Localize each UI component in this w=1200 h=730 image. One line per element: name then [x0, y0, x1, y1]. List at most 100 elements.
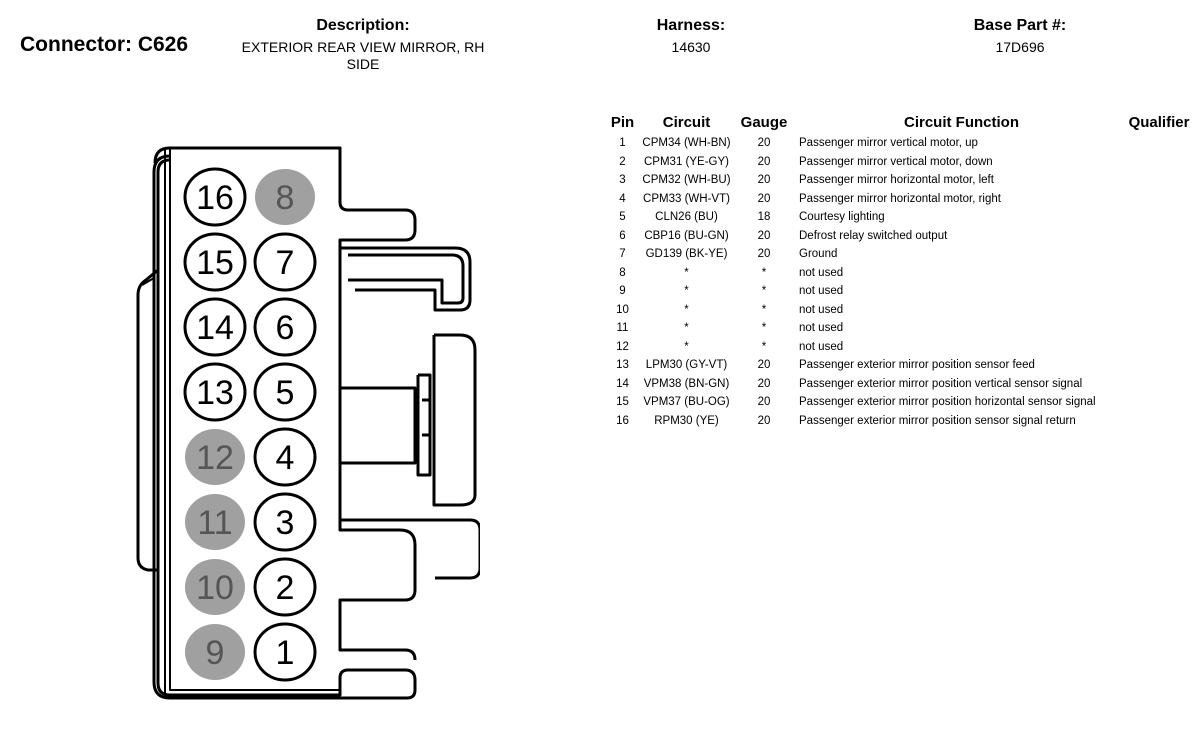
pin-2: 2 [253, 557, 317, 617]
cell-circuit: GD139 (BK-YE) [645, 248, 728, 261]
table-row: 12**not used [605, 338, 1194, 357]
description-line-1: EXTERIOR REAR VIEW MIRROR, RH [241, 39, 485, 55]
cell-gauge: 20 [757, 174, 771, 187]
cell-function: Passenger mirror horizontal motor, left [799, 174, 994, 187]
cell-qualifier [1124, 264, 1194, 283]
pin-7: 7 [253, 232, 317, 292]
cell-pin: 13 [616, 359, 629, 372]
cell-gauge: * [761, 285, 767, 298]
pin-11: 11 [185, 494, 245, 550]
cell-circuit: CPM33 (WH-VT) [643, 192, 730, 205]
cell-circuit: CPM34 (WH-BN) [642, 137, 731, 150]
pin-circle [183, 362, 247, 422]
pin-8: 8 [255, 169, 315, 225]
cell-circuit: RPM30 (YE) [654, 414, 719, 427]
cell-qualifier [1124, 134, 1194, 153]
cell-function: Passenger exterior mirror position horiz… [799, 396, 1096, 409]
pin-14: 14 [183, 297, 247, 357]
cell-gauge: 20 [757, 359, 771, 372]
table-row: 11 * * not used [605, 319, 1194, 338]
pin-16: 16 [183, 167, 247, 227]
table-row: 13 LPM30 (GY-VT) 20 Passenger exterior mirr… [605, 356, 1194, 375]
cell-function: not used [799, 285, 844, 298]
cell-pin: 16 [616, 414, 629, 427]
cell-circuit: * [684, 322, 689, 335]
pin-circle [185, 624, 245, 680]
cell-function: Passenger mirror horizontal motor, right [799, 192, 1001, 205]
harness-label: Harness: [656, 17, 726, 34]
cell-function: not used [799, 322, 844, 335]
pin-circle [183, 167, 247, 227]
pin-number: 12 [196, 439, 234, 477]
cell-gauge: 20 [757, 137, 771, 150]
pin-number: 9 [206, 634, 225, 672]
pin-number: 8 [276, 179, 295, 217]
pin-circle [253, 232, 317, 292]
pin-circle [183, 232, 247, 292]
cell-gauge: 20 [757, 396, 771, 409]
pin-4: 4 [253, 427, 317, 487]
cell-pin: 6 [619, 229, 626, 242]
cell-function: not used [799, 303, 844, 316]
cell-circuit: CPM32 (WH-BU) [642, 174, 731, 187]
pin-circle [253, 622, 317, 682]
pin-circle [253, 492, 317, 552]
cell-pin: 7 [619, 248, 626, 261]
cell-gauge: 20 [757, 377, 771, 390]
cell-circuit: LPM30 (GY-VT) [645, 359, 728, 372]
cell-pin: 11 [616, 322, 629, 335]
table-row: 8**not used [605, 264, 1194, 283]
pin-table-header-row: Pin Circuit Gauge Circuit Function Quali… [605, 114, 1194, 134]
cell-pin: 3 [619, 174, 626, 187]
cell-qualifier [1124, 153, 1194, 172]
pin-number: 3 [276, 504, 295, 542]
cell-gauge: * [761, 322, 767, 335]
pin-1: 1 [253, 622, 317, 682]
pin-number: 15 [196, 244, 234, 282]
harness-value: 14630 [671, 39, 711, 55]
cell-function: not used [799, 266, 844, 279]
cell-qualifier [1124, 412, 1194, 431]
cell-qualifier [1124, 375, 1194, 394]
pin-number: 2 [276, 569, 295, 607]
pin-number: 10 [196, 569, 234, 607]
cell-qualifier [1124, 338, 1194, 357]
description-label: Description: [316, 17, 410, 34]
cell-function: Ground [799, 248, 838, 261]
pin-number: 14 [196, 309, 234, 347]
cell-circuit: * [684, 340, 689, 353]
pin-number: 5 [276, 374, 295, 412]
pin-12: 12 [185, 429, 245, 485]
pin-circle [253, 427, 317, 487]
header-pin: Pin [610, 114, 635, 131]
pin-6: 6 [253, 297, 317, 357]
pin-circle [185, 494, 245, 550]
pin-number: 6 [276, 309, 295, 347]
cell-pin: 1 [619, 137, 626, 150]
pin-circle [253, 557, 317, 617]
connector-housing-outline [136, 146, 480, 700]
cell-gauge: 18 [757, 211, 771, 224]
cell-pin: 10 [616, 303, 629, 316]
header-circuit-function: Circuit Function [904, 114, 1019, 131]
cell-gauge: 20 [757, 229, 771, 242]
cell-circuit: CBP16 (BU-GN) [644, 229, 729, 242]
cell-gauge: 20 [757, 248, 771, 261]
table-row: 7 GD139 (BK-YE) 20 Ground [605, 245, 1194, 264]
cell-qualifier [1124, 227, 1194, 246]
pin-number: 1 [276, 634, 295, 672]
cell-qualifier [1124, 208, 1194, 227]
pin-number: 4 [276, 439, 295, 477]
pin-3: 3 [253, 492, 317, 552]
cell-qualifier [1124, 190, 1194, 209]
pin-number: 7 [276, 244, 295, 282]
cell-qualifier [1124, 301, 1194, 320]
harness-block: Harness: 14630 [600, 17, 782, 56]
cell-function: Passenger exterior mirror position senso… [799, 359, 1035, 372]
